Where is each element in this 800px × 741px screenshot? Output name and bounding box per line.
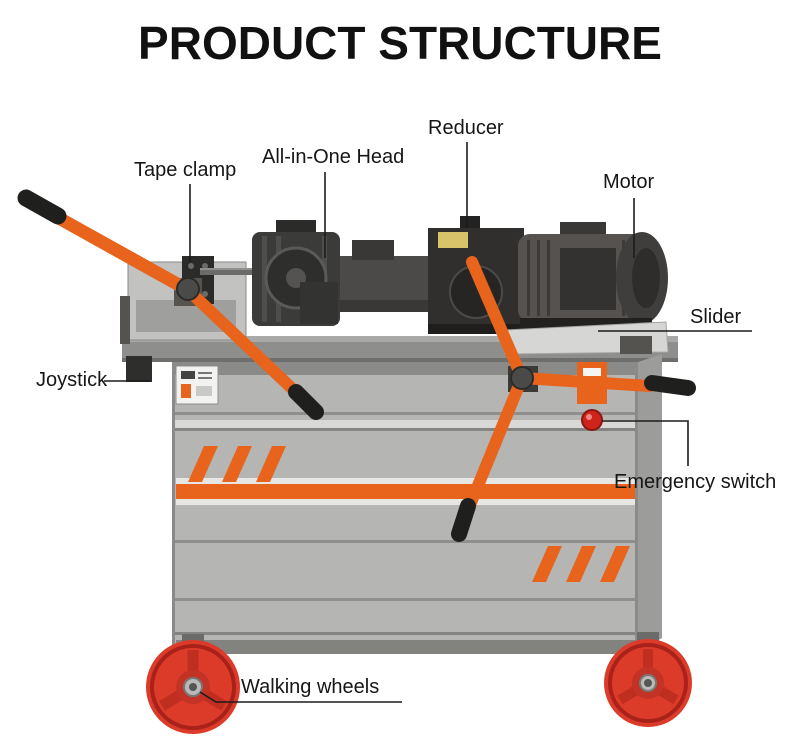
leader-lines [104,142,752,703]
motor [518,222,668,338]
right-wheel [604,632,692,727]
middle-linkage [340,240,432,312]
label-joystick: Joystick [36,369,108,391]
leader-emergency-switch [602,420,689,466]
left-joystick [17,189,324,420]
label-walking-wheels: Walking wheels [241,676,380,698]
label-motor: Motor [603,171,655,193]
leader-walking-wheels [199,691,402,703]
right-joystick [451,256,696,542]
label-tape-clamp: Tape clamp [134,159,237,181]
slider [504,321,669,355]
page-title: PRODUCT STRUCTURE [138,17,662,69]
hazard-stripes-left [188,446,286,482]
emergency-switch [577,362,607,431]
reducer [428,216,524,334]
label-slider: Slider [690,306,742,328]
label-all-in-one-head: All-in-One Head [262,146,405,168]
machine-cabinet [172,354,662,654]
hazard-stripes-right [532,546,630,582]
label-reducer: Reducer [428,117,504,139]
left-wheel [146,634,240,734]
emergency-button [581,409,603,431]
control-panel [175,365,219,405]
all-in-one-head [252,220,340,326]
label-emergency-switch: Emergency switch [614,471,777,493]
